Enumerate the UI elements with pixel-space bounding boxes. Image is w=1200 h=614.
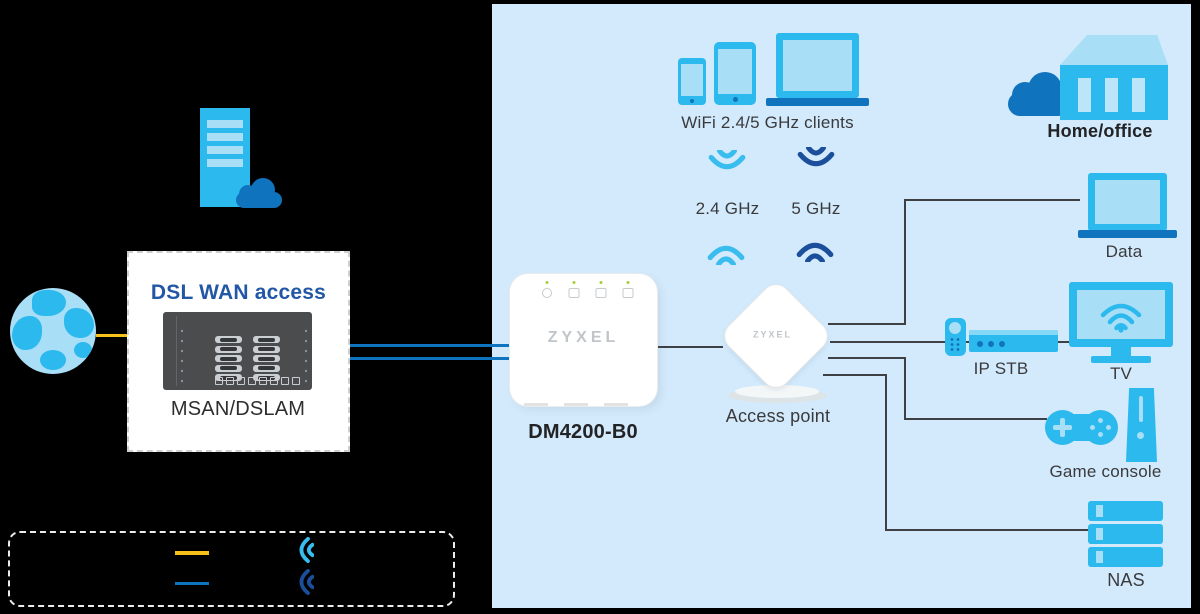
msan-screws-right bbox=[305, 326, 307, 384]
dsl1-led-icon bbox=[567, 281, 581, 299]
console-tower-icon bbox=[1126, 388, 1157, 462]
line-modem-to-ap bbox=[655, 346, 723, 348]
wifi-clients-label: WiFi 2.4/5 GHz clients bbox=[681, 113, 854, 132]
msan-port-modules bbox=[215, 336, 280, 381]
ip-stb-label: IP STB bbox=[973, 359, 1029, 378]
stb-top-bar bbox=[969, 330, 1058, 335]
band-5-label: 5 GHz bbox=[791, 199, 841, 218]
set-top-box-icon bbox=[969, 330, 1058, 352]
legend-ethernet-line-swatch bbox=[175, 582, 209, 585]
legend-dsl-line-swatch bbox=[175, 551, 209, 555]
access-point-base bbox=[735, 385, 819, 398]
ethernet-line-top bbox=[349, 344, 511, 347]
legend-wifi-5-icon bbox=[294, 569, 314, 595]
msan-small-ports bbox=[215, 377, 300, 385]
legend-box bbox=[8, 531, 455, 607]
tablet-icon bbox=[714, 42, 756, 105]
tv-stand-base bbox=[1091, 356, 1151, 363]
msan-dslam-label: MSAN/DSLAM bbox=[170, 398, 306, 420]
wifi-24-down-icon bbox=[708, 150, 746, 176]
line-ap-nas-3 bbox=[885, 529, 1090, 531]
msan-dslam-device bbox=[163, 312, 312, 390]
server-cloud-icon bbox=[236, 178, 282, 208]
access-point-brand-logo: ZYXEL bbox=[752, 329, 792, 340]
ethernet-line-bottom bbox=[349, 357, 511, 360]
laptop-clients-icon bbox=[776, 33, 859, 98]
server-stripe bbox=[207, 120, 243, 128]
building-window bbox=[1105, 78, 1118, 112]
wifi-5-down-icon bbox=[797, 147, 835, 173]
dsl-line bbox=[96, 334, 129, 337]
smartphone-icon bbox=[678, 58, 706, 105]
building-icon bbox=[1060, 65, 1168, 120]
line-ap-nas-2 bbox=[885, 374, 887, 531]
lan-led-icon bbox=[621, 281, 635, 299]
dsl2-led-icon bbox=[594, 281, 608, 299]
wifi-24-up-icon bbox=[707, 239, 745, 265]
game-console-label: Game console bbox=[1049, 462, 1162, 481]
line-ap-data-1 bbox=[828, 323, 906, 325]
dsl-wan-access-title: DSL WAN access bbox=[150, 281, 327, 304]
modem-model-label: DM4200-B0 bbox=[528, 421, 638, 443]
msan-divider bbox=[176, 316, 177, 386]
modem-led-row bbox=[540, 281, 635, 299]
line-ap-game-1 bbox=[828, 357, 906, 359]
building-window bbox=[1078, 78, 1091, 112]
server-stripe bbox=[207, 159, 243, 167]
access-point-label: Access point bbox=[725, 406, 831, 426]
remote-control-icon bbox=[945, 318, 966, 356]
internet-globe-icon bbox=[10, 288, 96, 374]
modem-feet bbox=[524, 403, 643, 406]
line-ap-data-2 bbox=[904, 199, 906, 325]
line-ap-nas-1 bbox=[823, 374, 887, 376]
gamepad-icon bbox=[1045, 410, 1118, 445]
laptop-clients-base bbox=[766, 98, 869, 106]
line-ap-game-2 bbox=[904, 357, 906, 420]
nas-label: NAS bbox=[1107, 570, 1145, 590]
tv-stand-neck bbox=[1111, 347, 1131, 356]
legend-wifi-24-icon bbox=[294, 537, 314, 563]
power-led-icon bbox=[540, 281, 554, 299]
server-stripe bbox=[207, 133, 243, 141]
line-ap-data-3 bbox=[904, 199, 1080, 201]
tv-wifi-icon bbox=[1098, 297, 1144, 333]
tv-label: TV bbox=[1109, 364, 1133, 383]
modem-brand-logo: ZYXEL bbox=[547, 329, 620, 346]
line-ap-game-3 bbox=[904, 418, 1047, 420]
home-cloud-icon bbox=[1008, 72, 1070, 116]
wifi-5-up-icon bbox=[796, 236, 834, 262]
data-label: Data bbox=[1105, 242, 1143, 261]
tv-icon bbox=[1069, 282, 1173, 347]
laptop-data-icon bbox=[1088, 173, 1167, 231]
laptop-data-base bbox=[1078, 230, 1177, 238]
remote-keypad bbox=[949, 337, 962, 352]
band-24-label: 2.4 GHz bbox=[695, 199, 760, 218]
building-window bbox=[1132, 78, 1145, 112]
nas-icon bbox=[1088, 501, 1163, 567]
tv-screen bbox=[1077, 290, 1165, 339]
msan-screws-left bbox=[181, 326, 183, 384]
home-office-label: Home/office bbox=[1047, 121, 1153, 141]
remote-button bbox=[949, 322, 961, 334]
dm4200-modem-device: ZYXEL bbox=[510, 274, 657, 406]
server-stripe bbox=[207, 146, 243, 154]
